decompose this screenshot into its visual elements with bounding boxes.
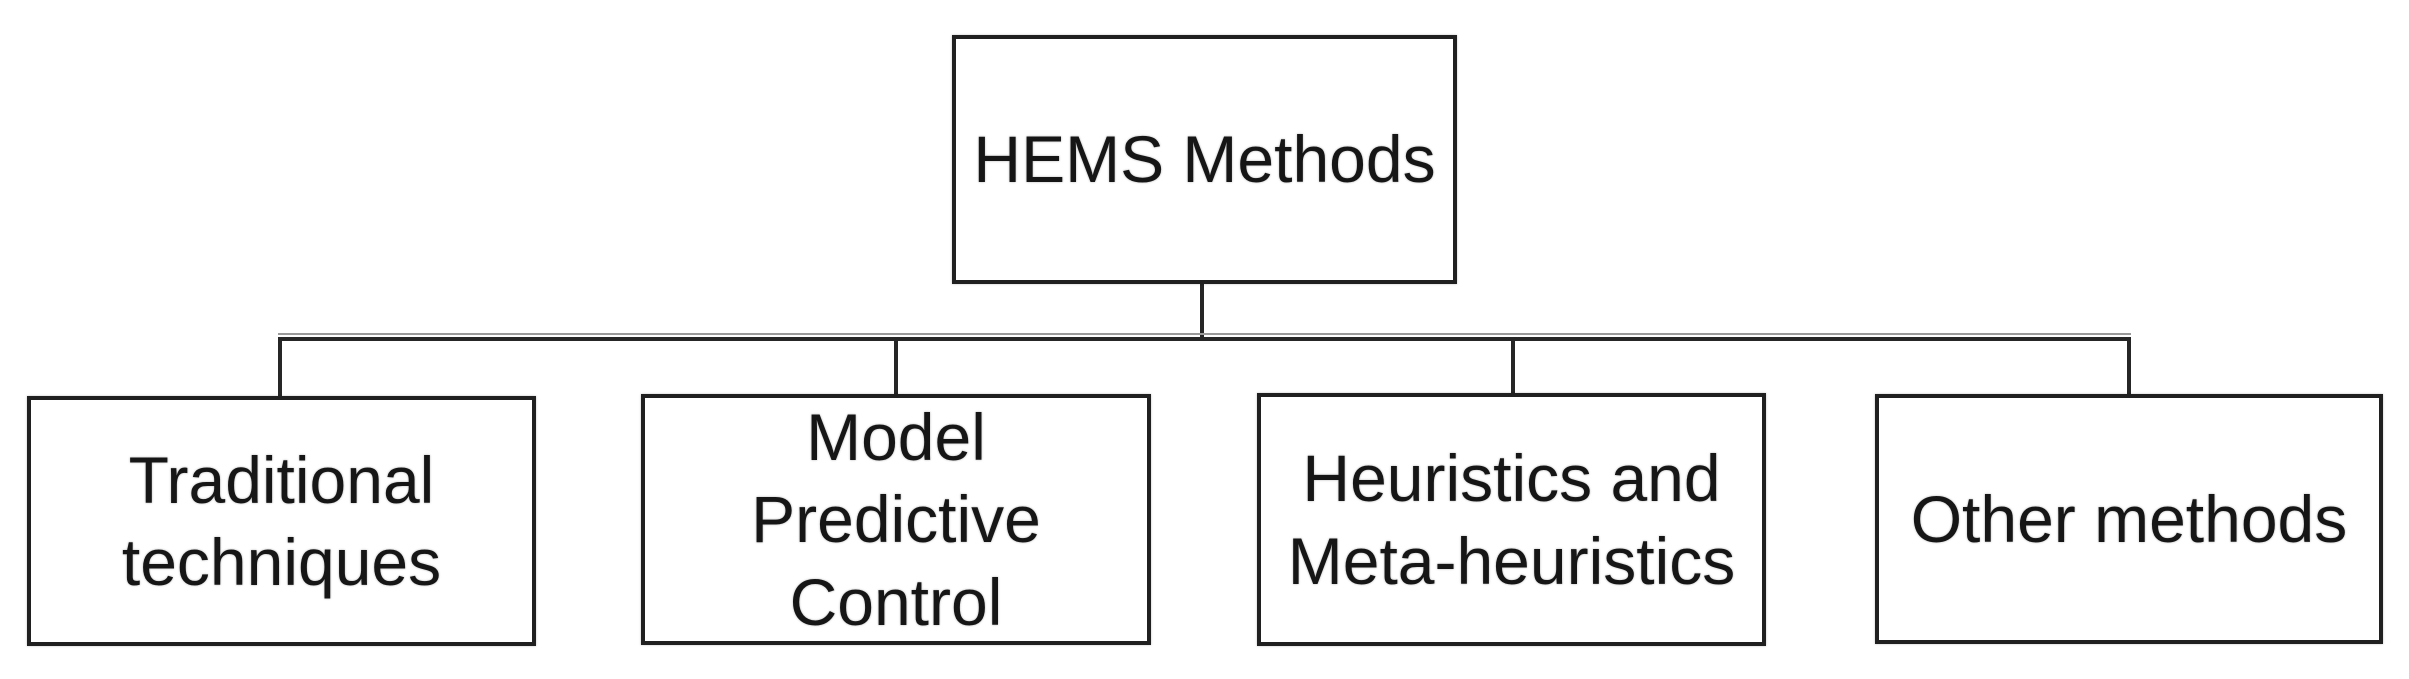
connector-bus-fringe — [278, 333, 2131, 335]
node-other-methods-label: Other methods — [1910, 481, 2348, 556]
connector-horizontal-bus — [278, 337, 2131, 341]
connector-drop-mpc — [894, 337, 898, 394]
connector-parent-stub — [1200, 284, 1204, 341]
node-hems-methods: HEMS Methods — [952, 35, 1457, 284]
node-heuristics-meta-heuristics: Heuristics and Meta-heuristics — [1257, 393, 1766, 646]
connector-drop-heuristics — [1511, 337, 1515, 393]
node-traditional-techniques: Traditional techniques — [27, 396, 536, 646]
node-model-predictive-control: Model Predictive Control — [641, 394, 1151, 645]
node-heuristics-meta-heuristics-label: Heuristics and Meta-heuristics — [1287, 441, 1736, 598]
connector-drop-other — [2127, 337, 2131, 394]
node-other-methods: Other methods — [1875, 394, 2383, 644]
node-model-predictive-control-label: Model Predictive Control — [751, 399, 1041, 639]
node-hems-methods-label: HEMS Methods — [973, 122, 1436, 197]
node-traditional-techniques-label: Traditional techniques — [121, 442, 442, 600]
connector-drop-traditional — [278, 337, 282, 396]
